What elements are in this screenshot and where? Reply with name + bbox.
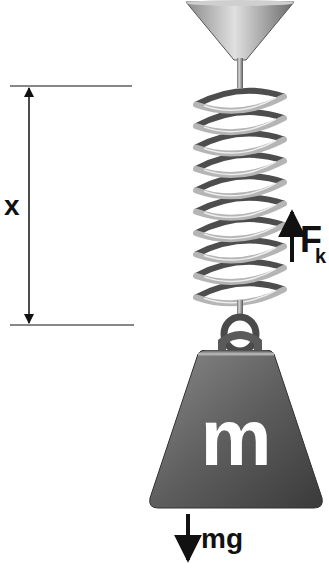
coil-front bbox=[196, 97, 284, 111]
dimension-tick bbox=[10, 85, 132, 86]
coil-front bbox=[196, 140, 284, 154]
coil-front bbox=[196, 182, 284, 196]
coil-front bbox=[196, 118, 284, 132]
mass-block: m bbox=[148, 350, 324, 510]
coil-highlight bbox=[204, 119, 276, 132]
coil-front bbox=[196, 247, 284, 261]
mount-top bbox=[186, 0, 294, 6]
coil-highlight bbox=[204, 248, 276, 261]
coil-highlight bbox=[204, 98, 276, 111]
force-subscript: k bbox=[315, 246, 326, 266]
coil-highlight bbox=[204, 205, 276, 218]
coil-highlight bbox=[204, 141, 276, 154]
spring-coils bbox=[196, 91, 284, 304]
dimension-label: x bbox=[4, 192, 20, 220]
rod bbox=[237, 58, 243, 88]
coil-highlight bbox=[204, 269, 276, 282]
spring-force-arrow bbox=[290, 212, 294, 262]
coil-front bbox=[196, 204, 284, 218]
mount bbox=[186, 2, 294, 60]
dimension-line bbox=[28, 88, 30, 323]
weight-label: mg bbox=[201, 525, 243, 553]
coil-highlight bbox=[204, 162, 276, 175]
coil-highlight bbox=[204, 183, 276, 196]
weight-arrow bbox=[186, 514, 190, 560]
dimension-tick bbox=[10, 324, 134, 325]
coil-front bbox=[196, 268, 284, 282]
coil-highlight bbox=[204, 226, 276, 239]
coil-front bbox=[196, 225, 284, 239]
mass-label: m bbox=[148, 398, 324, 478]
coil-front bbox=[196, 161, 284, 175]
